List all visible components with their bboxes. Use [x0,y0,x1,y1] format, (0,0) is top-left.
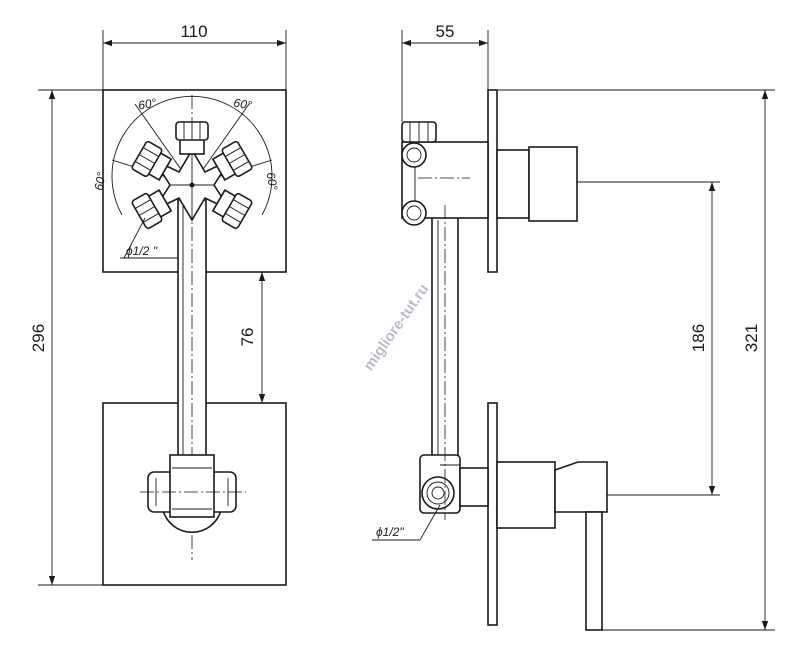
dim-total-height: 321 [497,89,775,631]
dim-321-label: 321 [742,324,761,352]
dim-gap: 76 [238,271,286,404]
dim-76-label: 76 [238,328,257,347]
side-bottom-plate [487,402,498,626]
angle-label-top-left: 60° [137,96,158,113]
outlet-upper-right [211,140,253,181]
outlet-lower-left [131,189,173,230]
front-view: 110 296 76 60° 60° 60° 60° ϕ1/2 '' [29,22,287,586]
dim-side-width: 55 [401,22,489,122]
angle-label-left: 60° [92,171,109,191]
dim-55-label: 55 [436,22,455,41]
outlet-upper-left [131,140,173,181]
dim-296-label: 296 [29,324,48,352]
mixer-body-side [419,454,608,631]
watermark: migliore-tut.ru [360,281,432,374]
outlet-lower-right [211,189,253,230]
thread-label-side: ϕ1/2" [376,525,404,539]
dim-110-label: 110 [180,22,207,41]
dim-186-label: 186 [689,324,708,352]
dim-front-height: 296 [29,89,103,586]
angle-label-right: 60° [263,171,280,192]
angle-arc [111,95,273,216]
angle-label-top-right: 60° [233,96,253,113]
outlet-top [175,121,209,155]
side-top-plate [487,89,498,273]
mixer-body-front [140,454,246,534]
thread-label-front: ϕ1/2 '' [126,244,158,258]
side-view: ϕ1/2" 55 186 321 [372,22,775,631]
dim-outlet-spacing: 186 [577,181,720,496]
diverter-body-side [401,121,578,226]
dim-front-width: 110 [102,22,287,90]
